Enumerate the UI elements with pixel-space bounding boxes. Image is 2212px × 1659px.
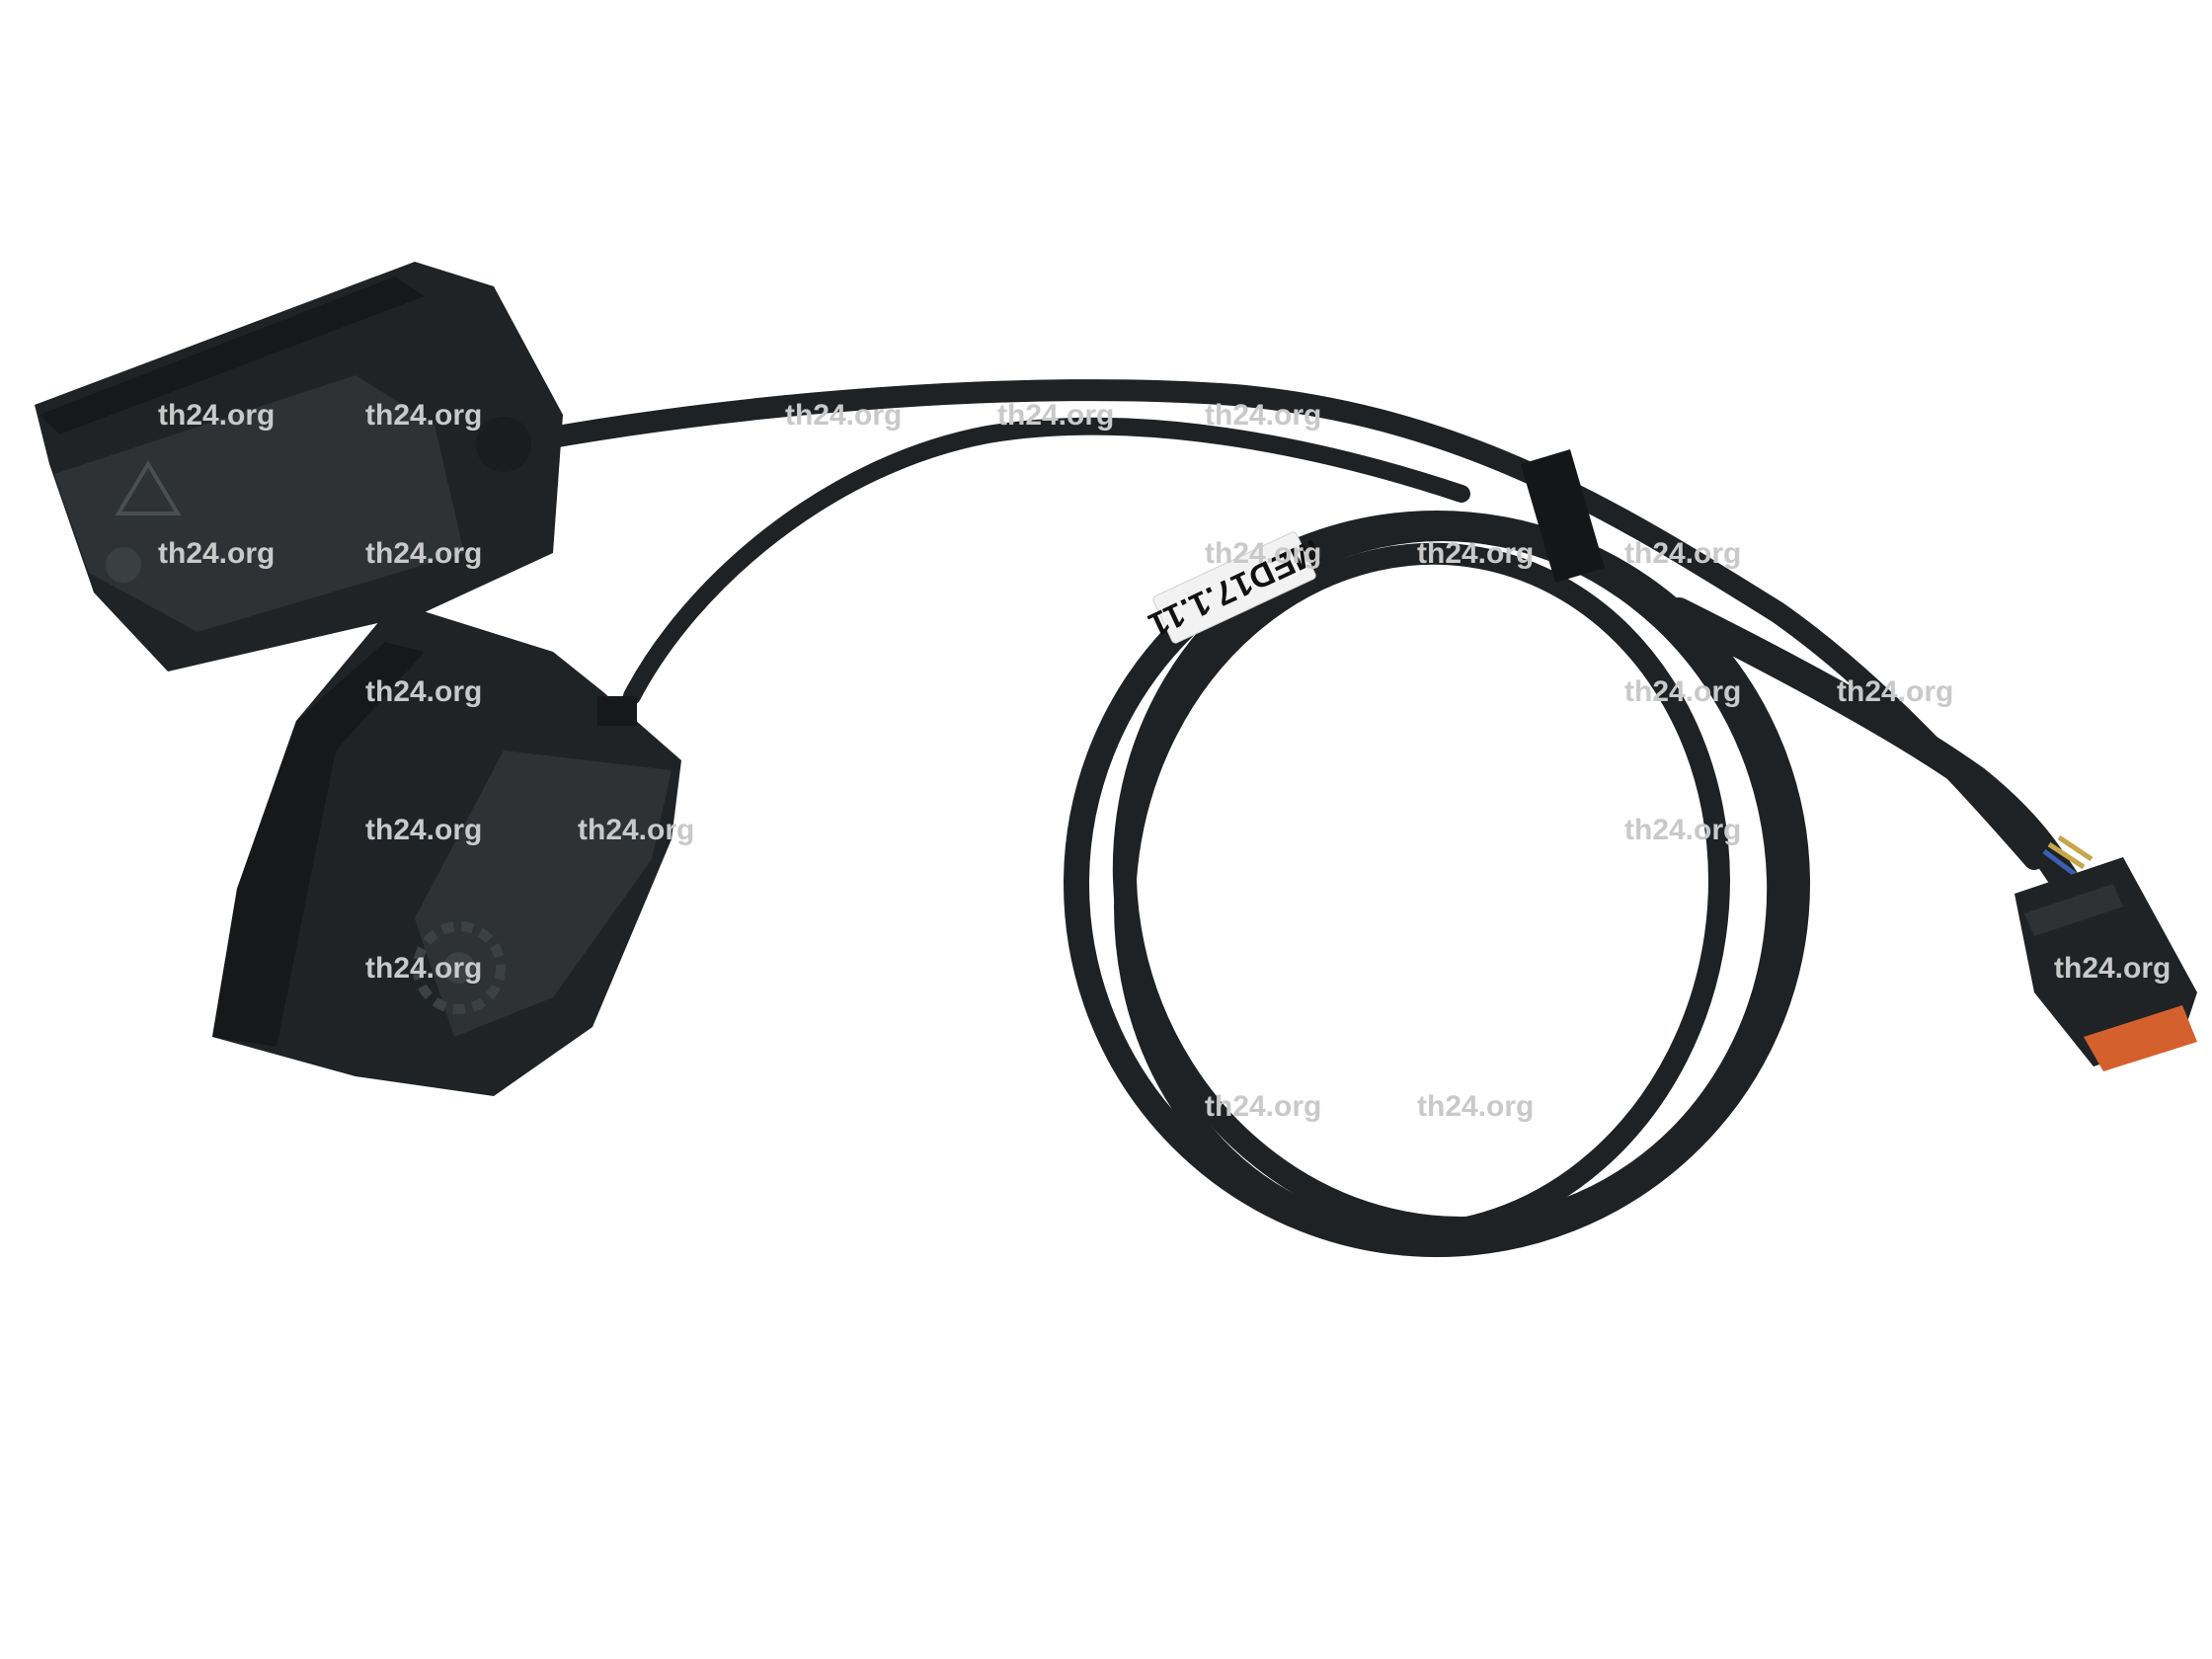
connector-lower-shade <box>415 750 672 1037</box>
watermark: th24.org <box>785 399 902 432</box>
watermark: th24.org <box>365 399 482 432</box>
watermark: th24.org <box>1417 537 1534 570</box>
watermark: th24.org <box>578 814 694 846</box>
plug-wires-blue <box>2042 849 2078 877</box>
watermark-layer: th24.org th24.org th24.org th24.org th24… <box>158 399 2171 1123</box>
ecu-connector-lower <box>212 602 681 1096</box>
connector-upper-shade <box>54 375 464 632</box>
connector-upper-lever <box>40 276 425 434</box>
cable-upper <box>503 379 2045 870</box>
cable-coil-inner <box>1114 542 1730 1245</box>
watermark: th24.org <box>158 399 275 432</box>
diagnostic-plug <box>2014 834 2197 1071</box>
watermark: th24.org <box>1205 399 1321 432</box>
plug-latch <box>2024 884 2123 936</box>
connector-upper-grommet <box>476 417 531 472</box>
gear-icon-hub <box>443 952 475 984</box>
watermark: th24.org <box>365 675 482 708</box>
watermark: th24.org <box>365 537 482 570</box>
gear-icon <box>413 921 506 1014</box>
watermark: th24.org <box>1205 537 1321 570</box>
cable-label-background <box>1152 531 1316 644</box>
connector-lower-clip <box>597 696 637 726</box>
connector-upper-screw <box>106 547 141 583</box>
watermark: th24.org <box>1417 1090 1534 1123</box>
watermark: th24.org <box>365 814 482 846</box>
watermark: th24.org <box>997 399 1114 432</box>
ecu-connector-upper <box>35 262 563 672</box>
watermark: th24.org <box>2054 952 2171 985</box>
plug-tip <box>2084 1005 2197 1071</box>
warning-triangle-icon <box>115 460 182 515</box>
cable-harness <box>503 379 2079 1257</box>
watermark: th24.org <box>1205 1090 1321 1123</box>
cable-lower <box>623 417 1470 705</box>
watermark: th24.org <box>1624 537 1741 570</box>
velcro-strap <box>1521 449 1605 583</box>
connector-lower-side <box>212 642 425 1047</box>
cable-to-plug <box>1664 597 2079 894</box>
plug-wires <box>2047 834 2094 870</box>
watermark: th24.org <box>1624 675 1741 708</box>
watermark: th24.org <box>1624 814 1741 846</box>
watermark: th24.org <box>365 952 482 985</box>
watermark: th24.org <box>1837 675 1953 708</box>
watermark: th24.org <box>158 537 275 570</box>
